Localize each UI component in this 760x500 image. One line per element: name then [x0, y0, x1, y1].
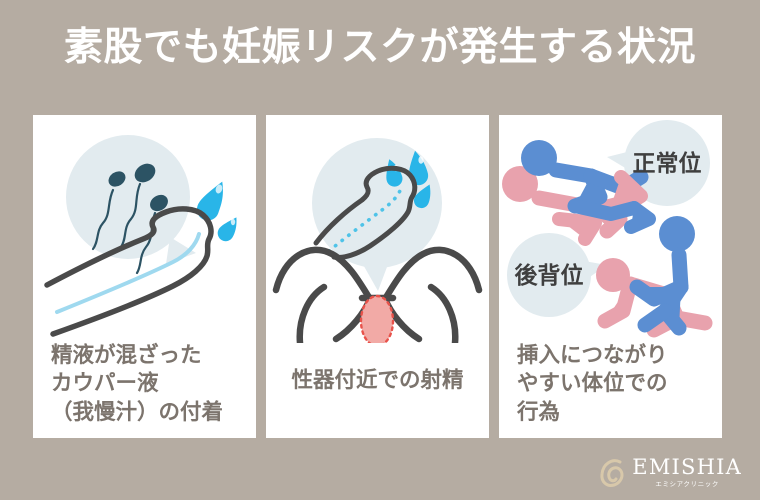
- caption-line: 挿入につながり: [517, 343, 668, 368]
- fluid-line: [55, 232, 201, 314]
- speech-bubble-shape: [66, 135, 196, 264]
- speech-bubble-missionary: [607, 120, 710, 206]
- caption-line: 行為: [517, 399, 561, 425]
- caption-line: カウパー液: [51, 371, 159, 397]
- card-row: 精液が混ざった カウパー液 （我慢汁）の付着: [33, 115, 722, 438]
- caption-line: 精液が混ざった: [51, 343, 202, 368]
- vulva-marker: [359, 294, 395, 343]
- bubble-label-doggy: 後背位: [515, 262, 584, 289]
- logo-subtitle: エミシアクリニック: [655, 479, 719, 488]
- brand-logo[interactable]: EMISHIA エミシアクリニック: [598, 455, 742, 489]
- card-caption-cowper: 精液が混ざった カウパー液 （我慢汁）の付着: [33, 342, 256, 427]
- figure-blue-doggy: [629, 216, 695, 336]
- page-title: 素股でも妊娠リスクが発生する状況: [63, 25, 696, 70]
- card-ejaculation-near-genitals[interactable]: 性器付近での射精: [266, 115, 489, 438]
- illustration-positions: 正常位 後背位: [499, 115, 722, 343]
- illustration-sperm-bubble: [33, 115, 256, 343]
- card-insertion-positions[interactable]: 正常位 後背位 挿入につながり やすい体位での 行為: [499, 115, 722, 438]
- bubble-label-missionary: 正常位: [633, 150, 702, 177]
- e-monogram-icon: [600, 459, 624, 487]
- card-caption-ejaculation: 性器付近での射精: [266, 367, 489, 395]
- logo-text-block: EMISHIA エミシアクリニック: [632, 454, 742, 488]
- fluid-dotted-line: [327, 183, 404, 253]
- anatomy-outline: [44, 206, 214, 337]
- droplet-icon: [196, 181, 237, 242]
- illustration-ejaculation: [266, 115, 489, 343]
- logo-name: EMISHIA: [632, 454, 742, 479]
- card-caption-positions: 挿入につながり やすい体位での 行為: [499, 342, 722, 427]
- card-cowper-fluid[interactable]: 精液が混ざった カウパー液 （我慢汁）の付着: [33, 115, 256, 438]
- caption-line: やすい体位での: [517, 371, 668, 397]
- anatomy-outline: [313, 165, 418, 260]
- sperm-heads: [108, 163, 168, 212]
- caption-line: （我慢汁）の付着: [51, 399, 224, 425]
- figure-blue-leg: [568, 199, 656, 234]
- caption-line: 性器付近での射精: [291, 368, 464, 393]
